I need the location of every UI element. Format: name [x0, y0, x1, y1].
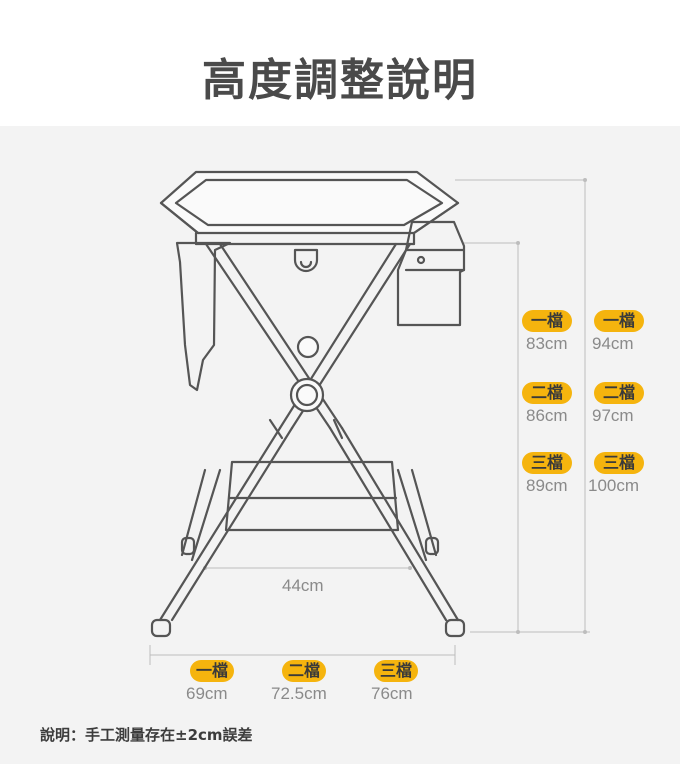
- height-a-level-1-badge: 一檔: [522, 310, 572, 332]
- height-b-level-3-badge: 三檔: [594, 452, 644, 474]
- depth-level-2-value: 72.5cm: [271, 684, 327, 703]
- table-outline: [150, 170, 466, 638]
- height-a-level-1-value: 83cm: [526, 334, 568, 353]
- depth-level-3-badge: 三檔: [374, 660, 418, 682]
- height-a-level-3-value: 89cm: [526, 476, 568, 495]
- height-b-level-2-badge: 二檔: [594, 382, 644, 404]
- measurement-note: 說明：手工測量存在±2cm誤差: [40, 726, 253, 744]
- height-a-level-2-badge: 二檔: [522, 382, 572, 404]
- width-label: 44cm: [282, 576, 324, 595]
- height-a-level-2-value: 86cm: [526, 406, 568, 425]
- depth-level-2-badge: 二檔: [282, 660, 326, 682]
- depth-level-1-badge: 一檔: [190, 660, 234, 682]
- height-b-level-1-badge: 一檔: [594, 310, 644, 332]
- page-title: 高度調整說明: [202, 55, 478, 106]
- height-a-level-3-badge: 三檔: [522, 452, 572, 474]
- height-b-level-1-value: 94cm: [592, 334, 634, 353]
- height-b-level-2-value: 97cm: [592, 406, 634, 425]
- height-b-level-3-value: 100cm: [588, 476, 640, 495]
- depth-level-1-value: 69cm: [186, 684, 228, 703]
- dimension-guides: [149, 179, 590, 665]
- depth-level-3-value: 76cm: [371, 684, 413, 703]
